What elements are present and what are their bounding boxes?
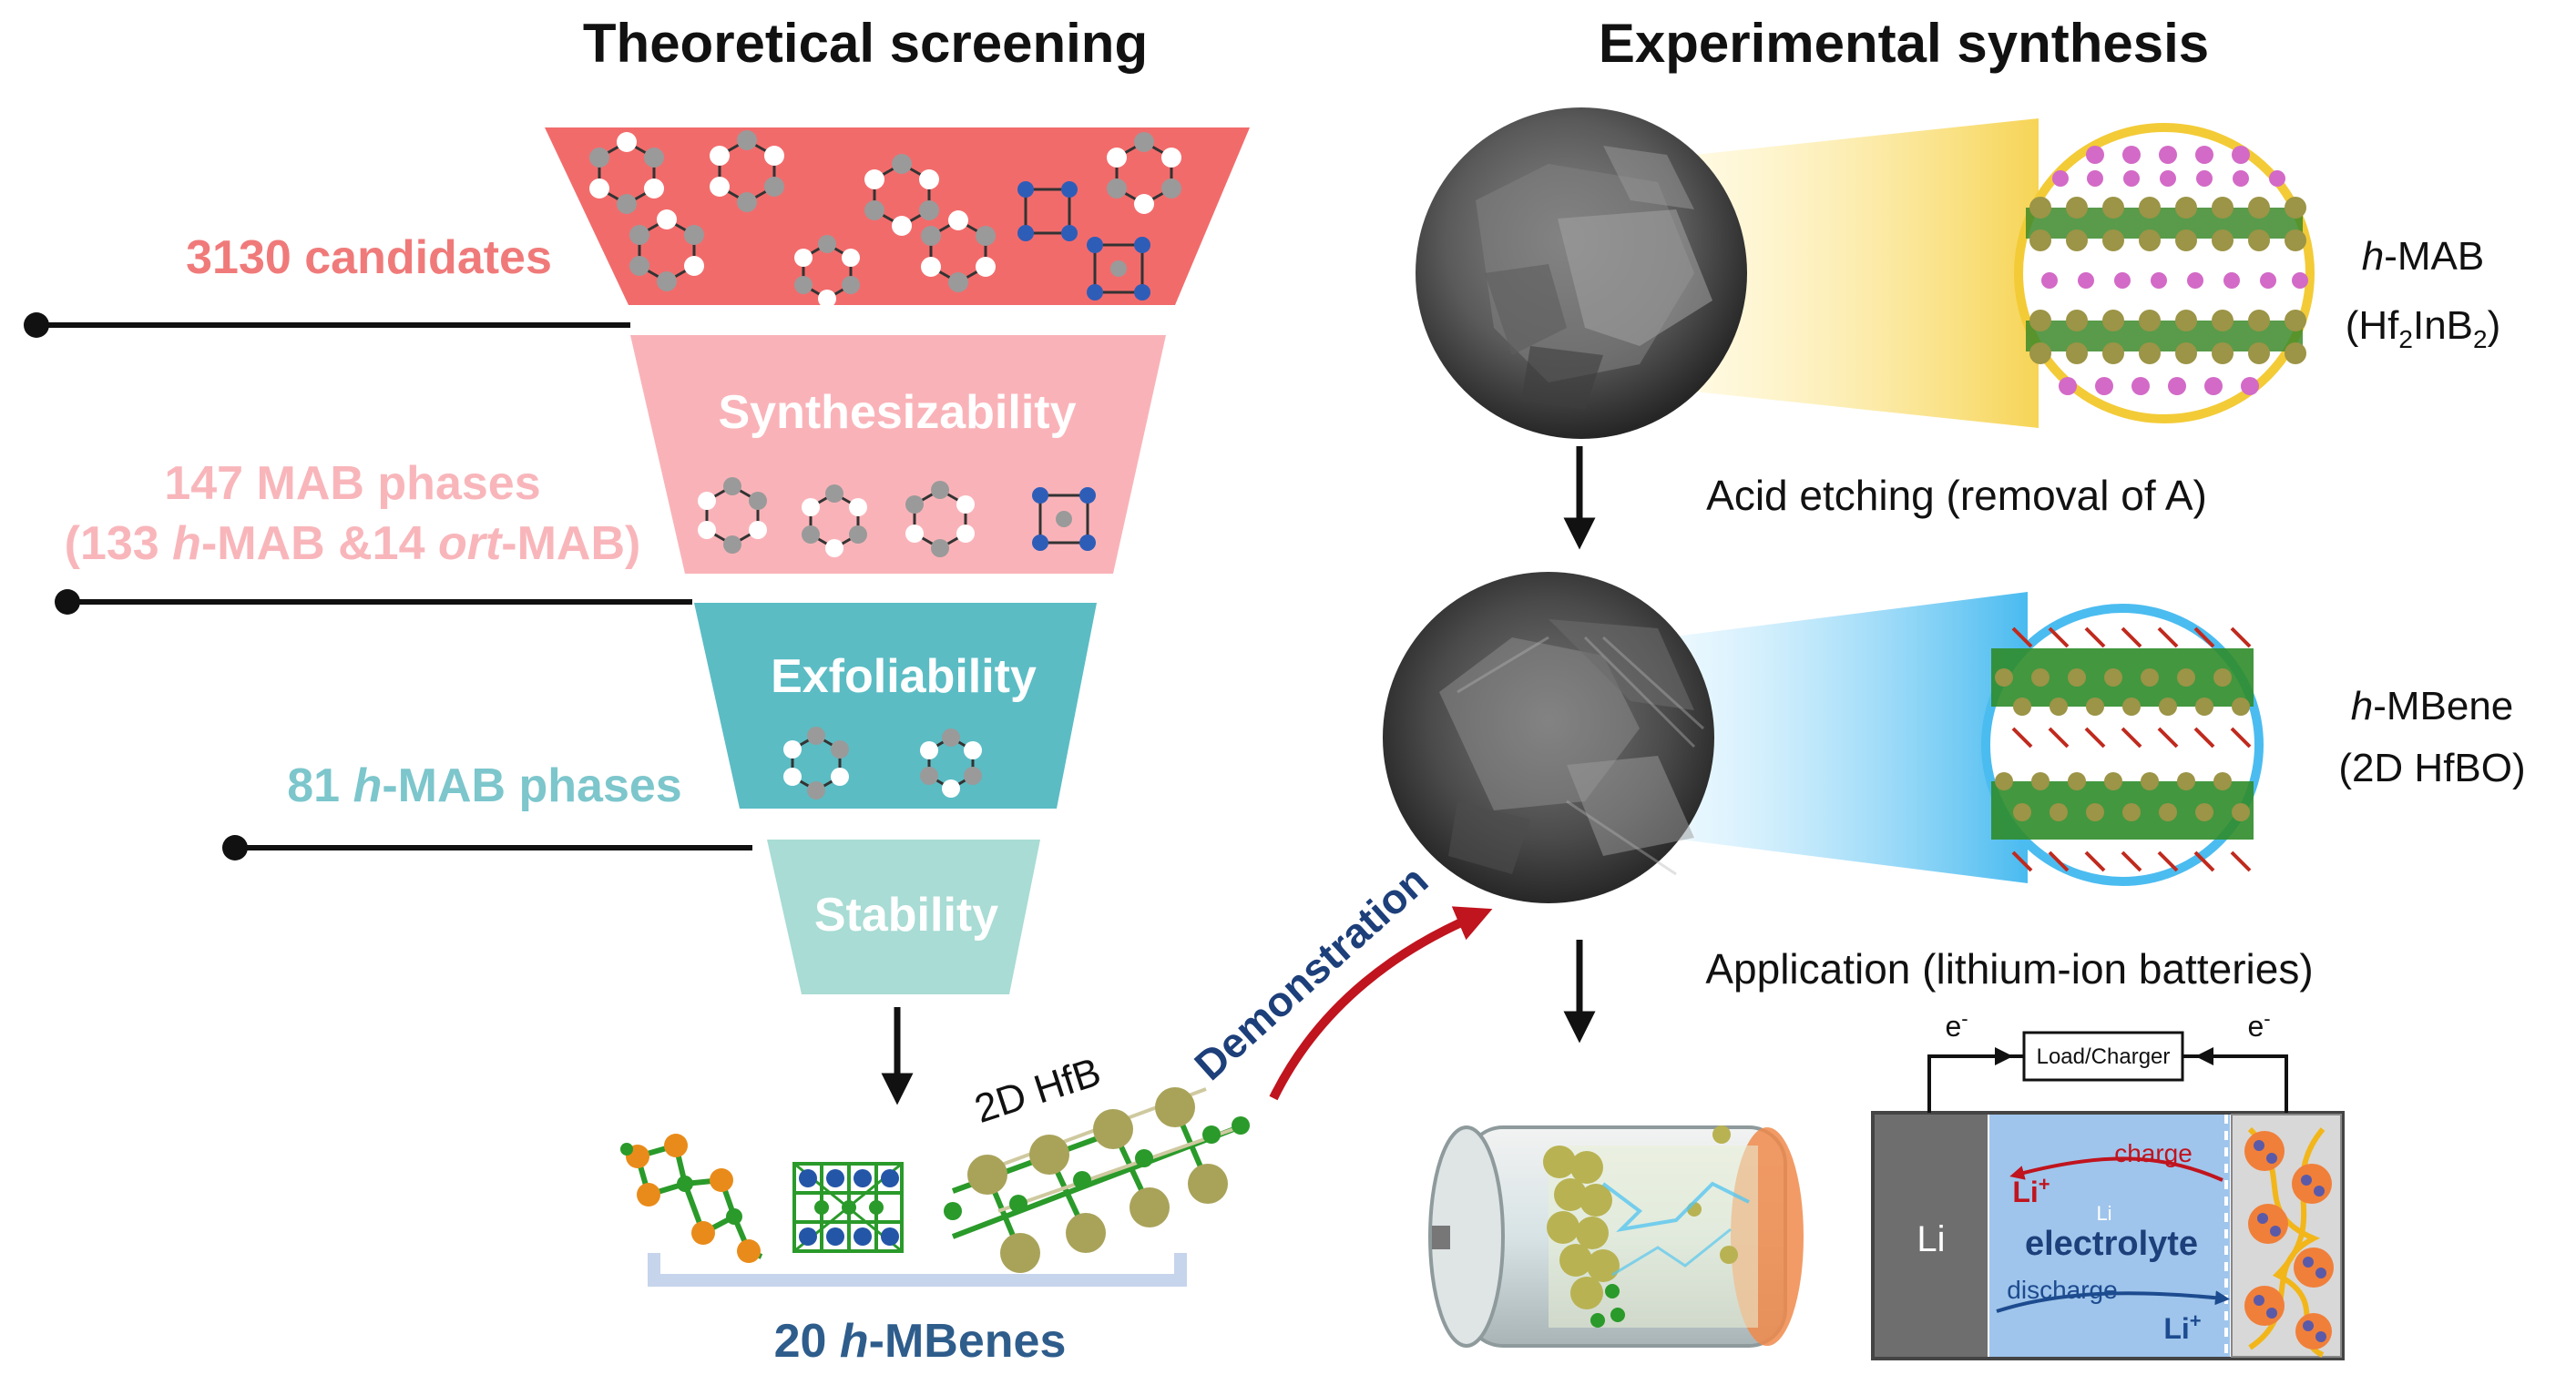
charge-label: charge [2114,1139,2193,1167]
square-lattice-icon [1017,181,1078,241]
funnel [545,127,1250,994]
zoom-beam-mbene [1667,592,2028,883]
label-h-mab: h-MAB [2362,234,2484,279]
mbene-structure-hfb [944,1087,1250,1273]
discharge-arrow [1996,1290,2230,1313]
synthesizable-structures [698,477,1096,557]
li-small: Li [2096,1202,2111,1225]
step-application: Application (lithium-ion batteries) [1705,945,2313,993]
hex-ring-icon [698,477,767,554]
candidate-structures [589,130,1181,308]
title-experimental-synthesis: Experimental synthesis [1599,13,2209,74]
li-anode-label: Li [1917,1219,1945,1259]
hex-ring-icon [864,154,939,236]
hex-ring-icon [905,481,975,557]
load-charger-label: Load/Charger [2037,1044,2171,1069]
step-acid-etching: Acid etching (removal of A) [1706,472,2207,519]
count-candidates: 3130 candidates [186,231,552,284]
stage-label-exfoliability: Exfoliability [771,650,1037,703]
electron-right: e- [2247,1007,2270,1043]
load-charger-box [2022,1031,2184,1082]
count-mab-phases: 147 MAB phases [164,457,540,510]
li-ion-bottom: Li+ [2163,1309,2201,1345]
stage-pointers [24,312,752,861]
electrolyte-region [1989,1115,2230,1357]
electrolyte-label: electrolyte [2025,1225,2198,1263]
sem-image-mab [1416,107,1747,439]
crystal-mab-zoom [2014,123,2315,423]
mbene-structure-blue [792,1162,904,1253]
result-bracket [648,1253,1187,1287]
li-ion-top: Li+ [2012,1173,2050,1208]
hex-ring-icon [920,728,982,798]
funnel-stage-synthesizability [630,335,1166,574]
title-theoretical-screening: Theoretical screening [583,13,1148,74]
square-lattice-icon [1087,237,1150,300]
electron-left: e- [1945,1007,1968,1043]
battery-schematic: Load/Charger e- e- Li charge Li+ Li elec… [1871,1007,2345,1360]
charge-arrow [2009,1156,2223,1182]
battery-cell-illustration [1428,1125,1804,1348]
hex-ring-icon [783,727,849,799]
hex-ring-icon [629,209,704,291]
structure-label-2d-hfb: 2D HfB [969,1049,1106,1131]
label-2d-hfbo: (2D HfBO) [2338,746,2525,790]
stage-label-stability: Stability [814,889,998,942]
square-lattice-icon [1032,487,1096,551]
discharge-label: discharge [2007,1276,2117,1304]
mbene-structure-orange [620,1134,763,1263]
hex-ring-icon [802,484,867,557]
zoom-beam-mab [1694,118,2039,428]
hex-ring-icon [1107,132,1181,214]
crystal-mbene-zoom [1981,604,2264,886]
sem-image-mbene [1383,572,1714,903]
label-h-mbene: h-MBene [2351,684,2514,728]
demonstration-label: Demonstration [1185,856,1436,1089]
count-h-mab-phases: 81 h-MAB phases [287,759,681,812]
hex-ring-icon [710,130,784,212]
li-anode [1875,1115,1988,1357]
hex-ring-icon [921,210,996,292]
cathode-particles [2244,1126,2334,1358]
hex-ring-icon [794,235,860,308]
count-mab-breakdown: (133 h-MAB &14 ort-MAB) [65,517,641,570]
demonstration-arrow [1269,906,1493,1101]
funnel-stage-exfoliability [694,603,1097,809]
result-mbenes: 20 h-MBenes [774,1315,1067,1368]
hex-ring-icon [589,132,664,214]
label-hf2inb2: (Hf2InB2) [2346,303,2501,353]
exfoliable-structures [783,727,982,799]
funnel-stage-stability [767,840,1040,994]
stage-label-synthesizability: Synthesizability [719,386,1077,439]
cell-particles [1543,1125,1738,1309]
crystal-mab-layers [2026,146,2308,395]
